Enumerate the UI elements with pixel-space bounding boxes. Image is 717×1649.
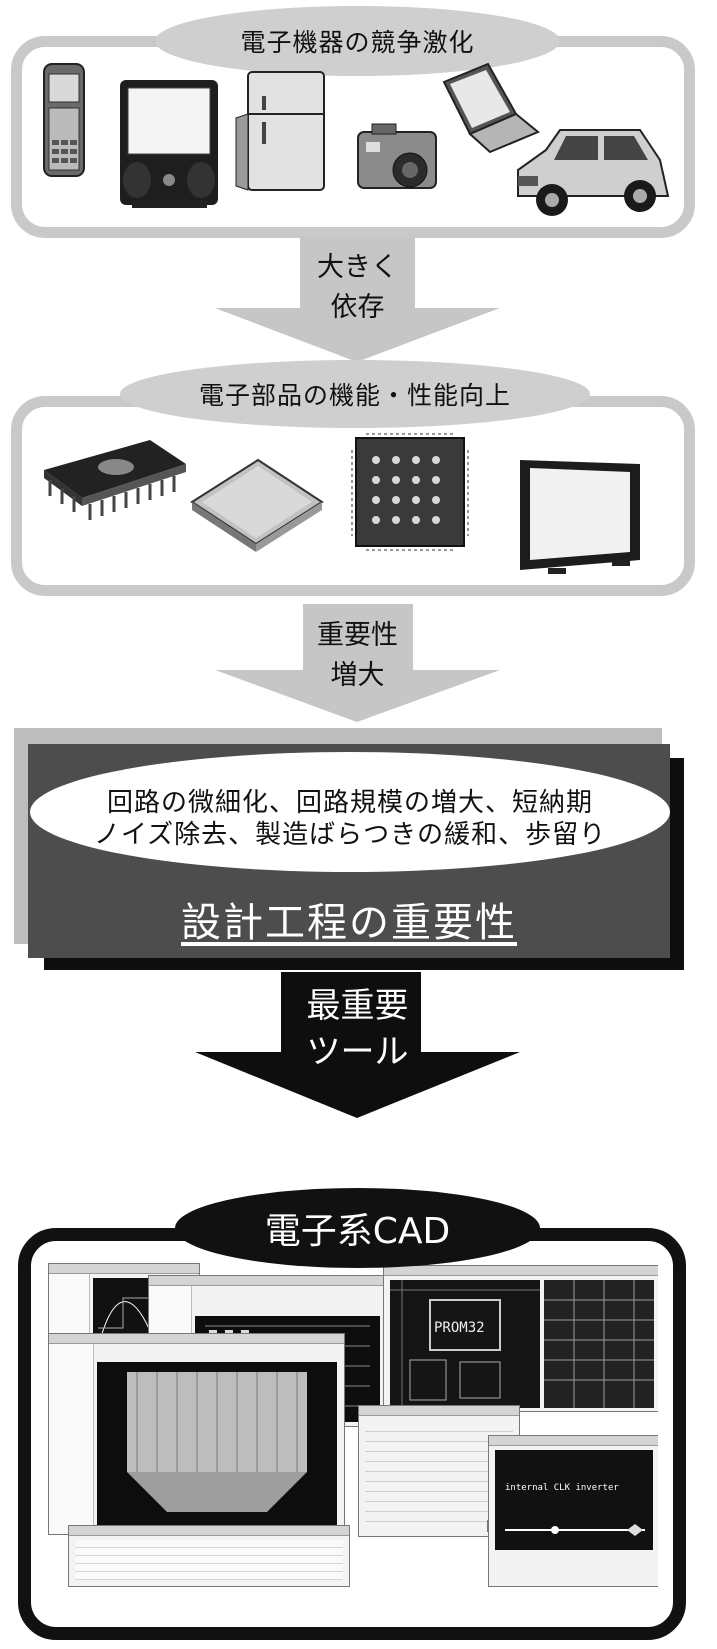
- chip-layout-pattern: [127, 1372, 307, 1512]
- arrow2-line1: 重要性: [317, 620, 398, 651]
- pcb-label-1: PROM32: [434, 1320, 485, 1336]
- arrow3-line1: 最重要: [306, 986, 409, 1026]
- arrow2-label: 重要性 増大: [215, 618, 500, 708]
- arrow-down-dark: [195, 972, 520, 1118]
- issues-ellipse: [30, 752, 670, 872]
- waveform-label: internal CLK inverter: [505, 1483, 619, 1493]
- component-illustrations: [44, 433, 640, 574]
- arrow-down-light-1: [215, 238, 500, 362]
- arrow1-label: 大きく 依存: [215, 250, 500, 340]
- dip-ic-chip-icon: [44, 440, 186, 520]
- design-importance-heading: 設計工程の重要性: [181, 900, 517, 946]
- arrow1-line1: 大きく: [317, 252, 398, 283]
- cad-window-console: [68, 1525, 350, 1587]
- clk-waveform: internal CLK inverter: [505, 1483, 645, 1536]
- flat-panel-display-icon: [520, 460, 640, 574]
- cad-window-pcb: PROM32: [383, 1265, 658, 1412]
- digital-camera-icon: [357, 123, 437, 189]
- issues-line2: ノイズ除去、製造ばらつきの緩和、歩留り: [93, 820, 607, 850]
- cad-collage: PROM32: [48, 1255, 658, 1627]
- qfn-package-icon: [190, 458, 324, 552]
- pcb-board: PROM32: [390, 1280, 540, 1408]
- arrow3-label: 最重要 ツール: [195, 984, 520, 1084]
- arrow2-line2: 増大: [330, 660, 385, 691]
- electronics-illustrations: [43, 62, 670, 216]
- crt-television-icon: [120, 80, 218, 208]
- pcb-trace-grid: [544, 1280, 654, 1408]
- components-title: 電子部品の機能・性能向上: [120, 360, 590, 428]
- cad-window-chip-layout: [48, 1333, 345, 1535]
- cad-title: 電子系CAD: [175, 1188, 540, 1268]
- cad-window-waveform: internal CLK inverter: [488, 1435, 658, 1587]
- arrow1-line2: 依存: [330, 292, 385, 323]
- electronics-competition-title: 電子機器の競争激化: [155, 6, 560, 76]
- issues-line1: 回路の微細化、回路規模の増大、短納期: [106, 788, 593, 818]
- suv-car-icon: [517, 129, 670, 216]
- arrow3-line2: ツール: [306, 1032, 409, 1072]
- bga-package-icon: [351, 433, 469, 551]
- arrow-down-light-2: [215, 604, 500, 722]
- laptop-icon: [442, 62, 540, 154]
- mobile-phone-icon: [43, 63, 85, 177]
- refrigerator-icon: [235, 71, 325, 191]
